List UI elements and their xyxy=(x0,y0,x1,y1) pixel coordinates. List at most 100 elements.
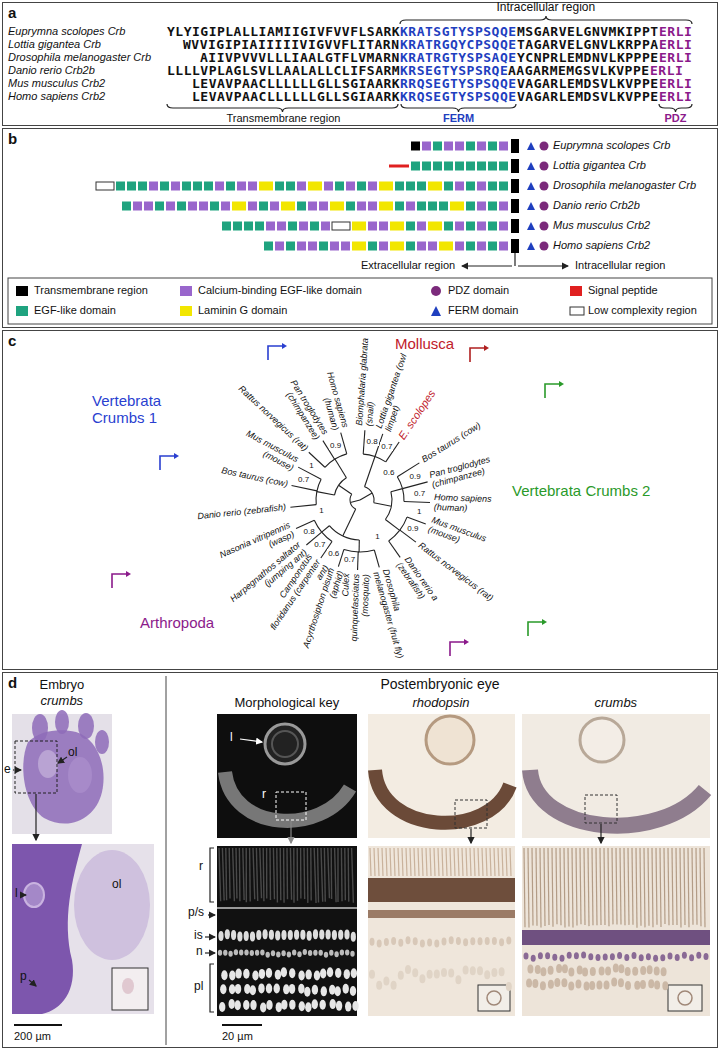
photoreceptor-streak xyxy=(235,848,237,899)
streak xyxy=(524,848,525,927)
domain-box xyxy=(499,202,508,211)
eye-section-image xyxy=(272,731,298,757)
nucleus-dot xyxy=(611,978,617,987)
photoreceptor-streak xyxy=(328,848,330,898)
nucleus-dot xyxy=(632,967,638,976)
crumbs-eye-image xyxy=(668,985,702,1011)
nucleus-dot xyxy=(548,980,554,989)
domain-box xyxy=(297,242,306,251)
nucleus-dot xyxy=(298,984,304,994)
domain-box xyxy=(270,202,279,211)
domain-box xyxy=(122,202,131,211)
streak xyxy=(572,848,573,927)
nucleus-dot xyxy=(326,929,331,939)
domain-box xyxy=(406,202,415,211)
nucleus-dot xyxy=(624,954,629,961)
clade-marker xyxy=(174,453,179,459)
nucleus-dot xyxy=(260,1003,266,1013)
nucleus-dot xyxy=(307,931,312,941)
photoreceptor-streak xyxy=(239,848,241,901)
nucleus-dot xyxy=(605,966,611,975)
rhodopsin-image xyxy=(455,800,487,828)
streak xyxy=(454,848,455,876)
photoreceptor-streak xyxy=(280,848,282,900)
sequence-segment: KRATSGTYSPSQQE xyxy=(400,25,517,38)
sequence-segment: ERLI xyxy=(659,77,692,90)
domain-box xyxy=(417,222,426,231)
layer-label: pl xyxy=(194,980,203,994)
photoreceptor-streak xyxy=(337,848,338,902)
domain-box xyxy=(177,202,186,211)
ferm-triangle xyxy=(527,142,535,150)
nucleus-dot xyxy=(332,930,337,940)
domain-box xyxy=(248,182,257,191)
layer-bracket xyxy=(210,848,214,902)
tree-branch xyxy=(391,489,403,492)
nucleus-dot xyxy=(319,950,323,956)
nucleus-dot xyxy=(289,1000,295,1010)
crumbs-eye-image xyxy=(530,770,705,826)
gene-name: rhodopsin xyxy=(413,696,470,711)
species-name: Drosophila melanogaster Crb xyxy=(553,179,696,192)
clade-marker xyxy=(559,381,564,387)
domain-box xyxy=(308,202,317,211)
nucleus-dot xyxy=(269,930,274,940)
nucleus-dot xyxy=(405,965,411,974)
sequence-segment: WVVIGIPIAIIIIIVIGVVFLITARN xyxy=(183,38,400,51)
nucleus-dot xyxy=(308,950,312,956)
streak xyxy=(672,848,673,925)
streak xyxy=(700,848,701,926)
nucleus-dot xyxy=(319,929,324,939)
nucleus-dot xyxy=(239,949,243,955)
nucleus-dot xyxy=(250,1000,256,1010)
clade-label: Mollusca xyxy=(395,335,454,352)
structure-label: r xyxy=(262,788,266,802)
bootstrap-value: 0.6 xyxy=(382,468,395,477)
ferm-triangle xyxy=(527,162,535,170)
species-name: Danio rerio Crb2b xyxy=(8,64,95,77)
nucleus-dot xyxy=(304,987,310,997)
embryo-detail-image xyxy=(12,844,154,1025)
streak xyxy=(684,848,685,925)
domain-box xyxy=(319,202,328,211)
photoreceptor-streak xyxy=(269,848,271,900)
nucleus-dot xyxy=(220,984,226,994)
layer-label: is xyxy=(194,929,203,943)
domain-box xyxy=(233,222,242,231)
tree-branch xyxy=(317,492,335,495)
domain-box xyxy=(433,162,442,171)
domain-box xyxy=(160,182,169,191)
domain-box xyxy=(286,242,295,251)
nucleus-dot xyxy=(484,970,490,979)
streak xyxy=(652,848,653,927)
gene-name: crumbs xyxy=(595,696,638,711)
domain-box xyxy=(297,182,306,191)
nucleus-dot xyxy=(343,984,349,994)
streak xyxy=(600,848,601,925)
nucleus-dot xyxy=(413,937,418,945)
nucleus-dot xyxy=(604,980,610,989)
domain-box xyxy=(330,242,339,251)
tree-branch xyxy=(363,454,375,456)
layer-bracket xyxy=(210,964,214,1012)
domain-box xyxy=(428,202,437,211)
eye-section-image xyxy=(217,714,357,838)
nucleus-dot xyxy=(540,967,546,976)
streak xyxy=(548,848,549,925)
photoreceptor-streak xyxy=(228,848,230,899)
streak xyxy=(394,848,395,876)
tree-branch xyxy=(325,459,335,467)
nucleus-dot xyxy=(552,954,557,961)
sequence-segment: RRQSEGTYSPSQQE xyxy=(400,77,517,90)
domain-box xyxy=(237,182,246,191)
nucleus-dot xyxy=(329,985,335,995)
pdz-circle xyxy=(540,242,549,251)
domain-box xyxy=(204,182,213,191)
rhodopsin-image xyxy=(368,878,515,902)
streak xyxy=(604,848,605,925)
domain-box xyxy=(379,202,393,211)
domain-box xyxy=(221,202,230,211)
streak xyxy=(532,848,533,926)
domain-box xyxy=(116,182,125,191)
domain-box xyxy=(466,182,475,191)
